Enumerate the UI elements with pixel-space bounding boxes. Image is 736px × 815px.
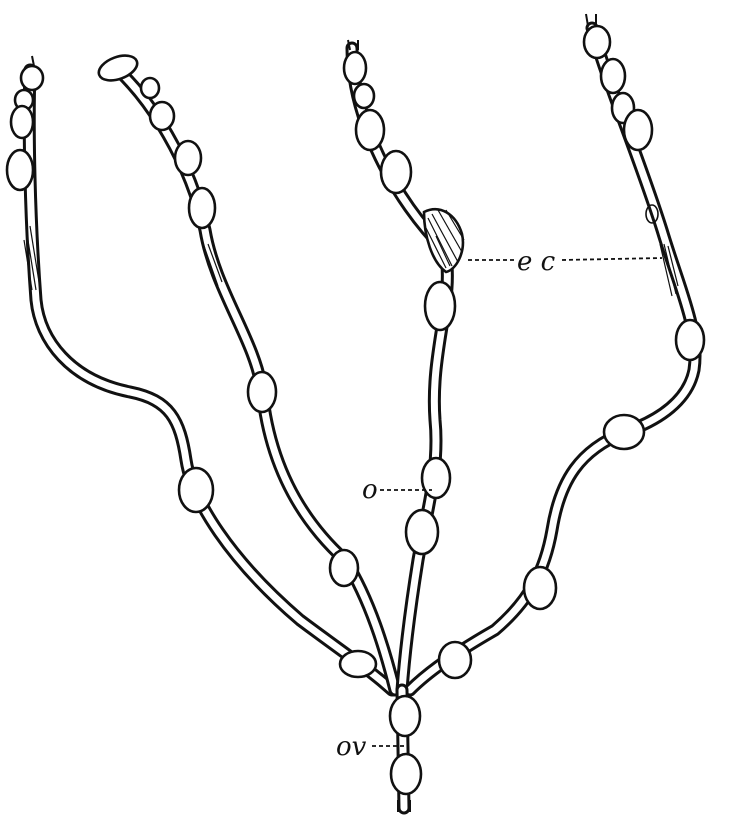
hatched-regions <box>23 204 679 297</box>
label-ov: ov <box>336 732 367 762</box>
label-ec: e c <box>517 247 556 277</box>
ovariole-1-core <box>25 66 396 694</box>
egg-chambers <box>5 24 706 796</box>
leader-lines <box>372 257 663 747</box>
terminal-caps <box>31 13 597 812</box>
ovariole-1-outline <box>22 63 399 697</box>
label-o: o <box>362 475 378 505</box>
